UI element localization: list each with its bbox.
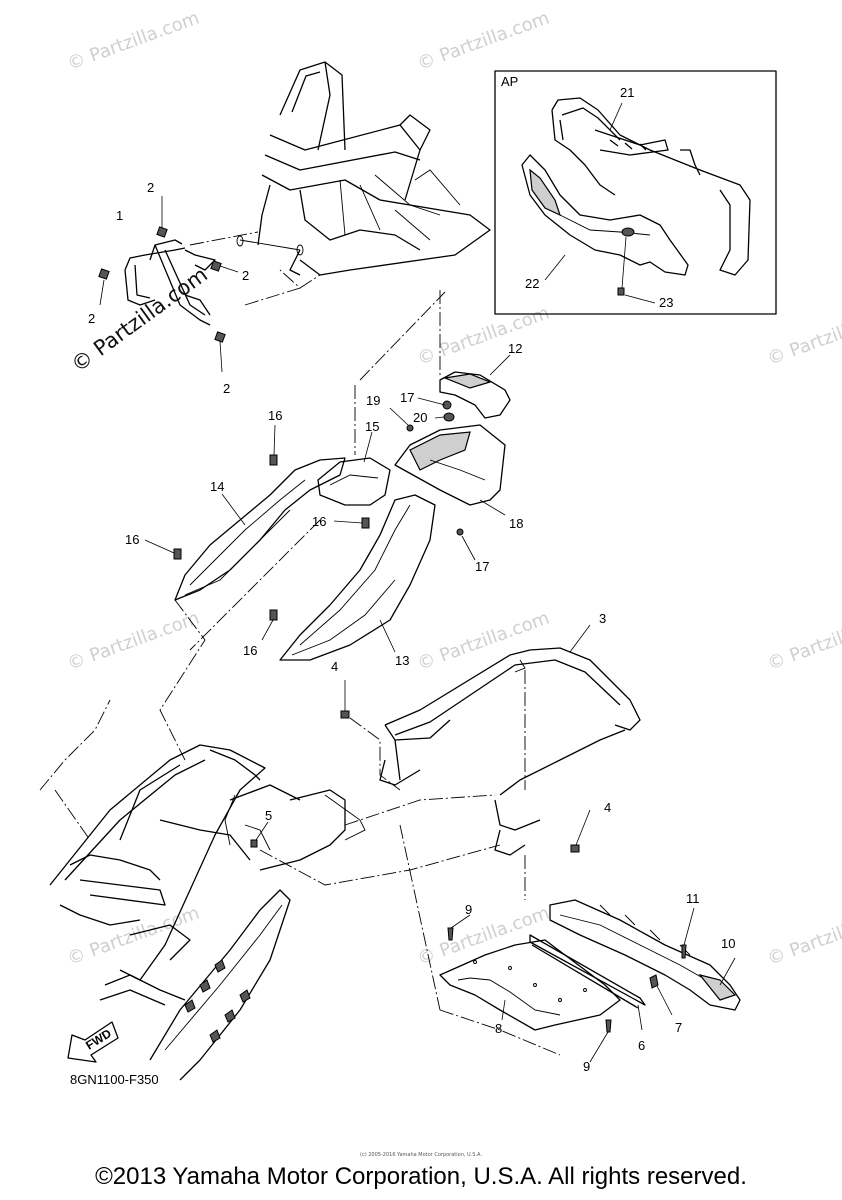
small-copyright-notice: (c) 2005-2016 Yamaha Motor Corporation, … xyxy=(360,1152,482,1158)
part-13-side-cover xyxy=(279,494,436,661)
fwd-label: FWD xyxy=(83,1026,114,1053)
callout-label: 16 xyxy=(312,514,326,529)
callout-label: 21 xyxy=(620,85,634,100)
front-frame-assembly xyxy=(189,61,491,306)
part-12-bracket xyxy=(439,354,511,419)
part-3-rear-rack xyxy=(379,624,641,856)
part-15-cover xyxy=(317,431,391,506)
callout-label: 13 xyxy=(395,653,409,668)
callout-label: 17 xyxy=(475,559,489,574)
callout-label: 16 xyxy=(243,643,257,658)
watermark: © Partzilla.com xyxy=(415,302,553,369)
callout-label: 2 xyxy=(223,381,230,396)
fasteners-part-9 xyxy=(447,914,612,1063)
front-guard-part-1 xyxy=(124,239,216,326)
callout-label: 6 xyxy=(638,1038,645,1053)
part-10-guard xyxy=(549,899,741,1011)
part-18-rear-cover xyxy=(394,424,506,516)
screw-part-5 xyxy=(250,821,269,848)
callout-label: 5 xyxy=(265,808,272,823)
strip-parts-6-7 xyxy=(529,907,695,1031)
callout-label: 4 xyxy=(331,659,338,674)
callout-label: 8 xyxy=(495,1021,502,1036)
callout-label: 17 xyxy=(400,390,414,405)
watermark: © Partzilla.com xyxy=(765,902,842,969)
callout-label: 14 xyxy=(210,479,224,494)
callout-label: 20 xyxy=(413,410,427,425)
callout-label: 2 xyxy=(147,180,154,195)
callout-label: 4 xyxy=(604,800,611,815)
main-frame xyxy=(49,744,366,1081)
watermark: © Partzilla.com xyxy=(415,607,553,674)
watermark: © Partzilla.com xyxy=(415,7,553,74)
inset-label: AP xyxy=(501,74,518,89)
callout-label: 1 xyxy=(116,208,123,223)
copyright-footer: ©2013 Yamaha Motor Corporation, U.S.A. A… xyxy=(95,1163,747,1190)
callout-label: 11 xyxy=(686,891,700,906)
callout-label: 7 xyxy=(675,1020,682,1035)
bolts-part-2 xyxy=(98,196,239,373)
inset-ap-box: AP xyxy=(494,70,777,315)
callout-label: 16 xyxy=(125,532,139,547)
watermark: © Partzilla.com xyxy=(65,902,203,969)
callout-label: 10 xyxy=(721,936,735,951)
watermark: © Partzilla.com xyxy=(65,7,203,74)
part-8-plate xyxy=(439,939,621,1031)
fwd-arrow-icon: FWD xyxy=(67,1021,119,1063)
callout-label: 3 xyxy=(599,611,606,626)
callout-labels: 1 2 2 2 2 3 4 4 5 6 7 8 9 9 10 11 12 13 … xyxy=(88,85,735,1074)
callout-label: 2 xyxy=(242,268,249,283)
callout-label: 12 xyxy=(508,341,522,356)
watermark: © Partzilla.com xyxy=(65,607,203,674)
bolts-part-4 xyxy=(340,680,591,853)
callout-label: 15 xyxy=(365,419,379,434)
callout-label: 16 xyxy=(268,408,282,423)
callout-label: 9 xyxy=(465,902,472,917)
bolts-part-16 xyxy=(144,424,370,641)
watermark: © Partzilla.com xyxy=(765,607,842,674)
callout-label: 2 xyxy=(88,311,95,326)
callout-label: 9 xyxy=(583,1059,590,1074)
part-14-side-cover xyxy=(174,457,346,601)
callout-label: 23 xyxy=(659,295,673,310)
callout-label: 19 xyxy=(366,393,380,408)
callout-label: 18 xyxy=(509,516,523,531)
hardware-17-19-20 xyxy=(389,397,476,561)
drawing-code: 8GN1100-F350 xyxy=(70,1072,159,1087)
callout-label: 22 xyxy=(525,276,539,291)
